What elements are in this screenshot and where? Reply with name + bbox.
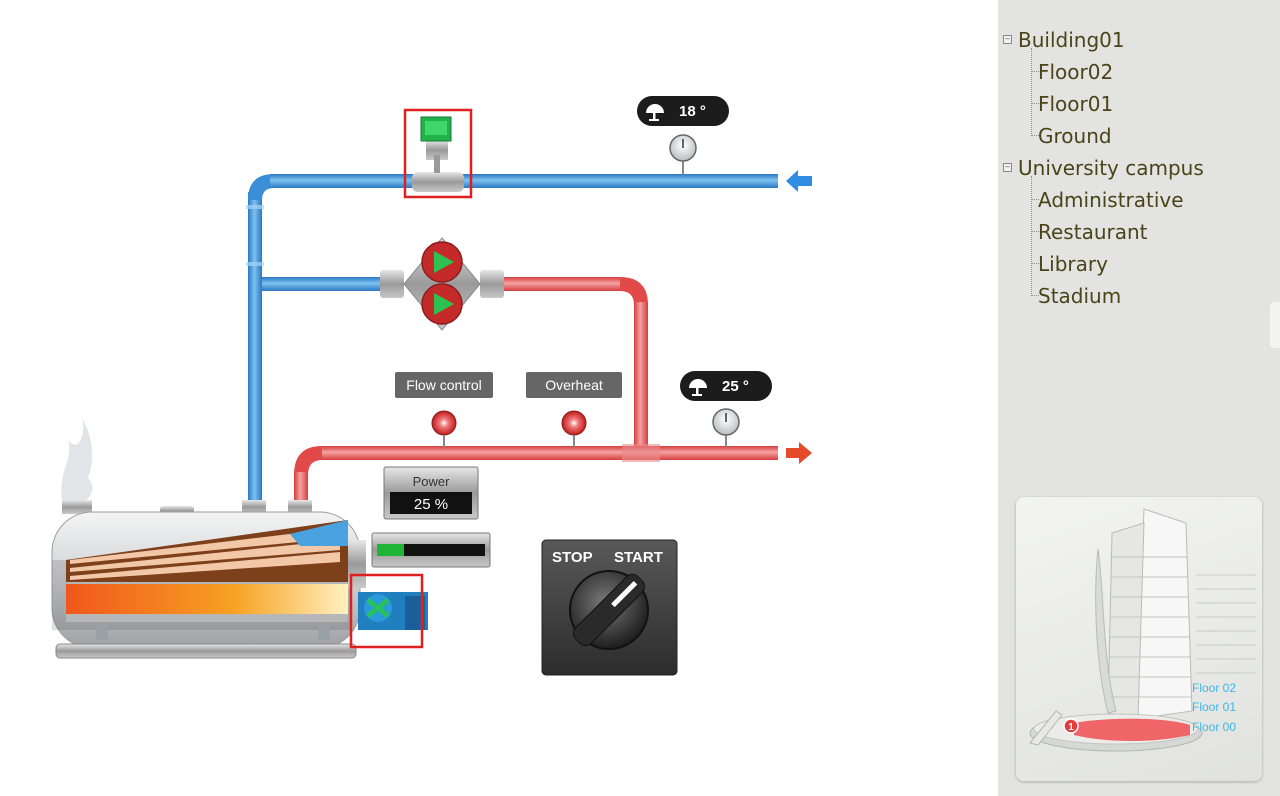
bottom-temperature-value: 25 ° [722, 378, 749, 395]
tree-node-building01[interactable]: Building01 [1018, 28, 1125, 52]
overheat-label: Overheat [545, 377, 603, 393]
switch-stop-label: STOP [552, 549, 593, 566]
power-panel: Power 25 % [383, 466, 479, 520]
stop-start-switch[interactable]: STOP START [541, 539, 678, 676]
tree-node-restaurant[interactable]: Restaurant [1038, 220, 1148, 244]
sidebar: − Building01 Floor02 Floor01 Ground − Un… [998, 0, 1280, 796]
tree-branch-line [1031, 199, 1039, 200]
highlighted-floor [1074, 718, 1190, 741]
tree-branch-line [1031, 135, 1039, 136]
tree-branch-line [1031, 103, 1039, 104]
tree-branch-line [1031, 231, 1039, 232]
thermometer-icon [689, 379, 707, 396]
flow-control-label: Flow control [406, 377, 481, 393]
switch-start-label: START [614, 549, 663, 566]
cold-inlet-arrow [786, 170, 812, 192]
top-temperature-badge: 18 ° [637, 96, 729, 126]
bottom-temperature-sensor [712, 408, 740, 447]
tree-branch-line [1031, 295, 1039, 296]
power-level-bar [371, 532, 491, 568]
hot-outlet-arrow [786, 442, 812, 464]
thermometer-icon [646, 104, 664, 121]
cold-water-pipe [246, 174, 778, 508]
boiler [51, 418, 366, 659]
power-level-fill [377, 544, 404, 556]
top-temperature-value: 18 ° [679, 103, 706, 120]
tree-branch-line [1031, 263, 1039, 264]
control-valve[interactable] [403, 108, 473, 199]
steam-icon [61, 418, 93, 500]
location-marker-number: 1 [1068, 722, 1074, 733]
tree-node-floor02[interactable]: Floor02 [1038, 60, 1114, 84]
overheat-alarm-light [561, 410, 587, 436]
valve-selection-frame [403, 108, 473, 199]
building-3d-illustration: 1 [1029, 508, 1256, 752]
tree-branch-line [1031, 71, 1039, 72]
tree-node-administrative[interactable]: Administrative [1038, 188, 1184, 212]
power-label: Power [413, 474, 451, 489]
tree-node-ground[interactable]: Ground [1038, 124, 1112, 148]
tree-node-library[interactable]: Library [1038, 252, 1108, 276]
boiler-system-diagram: 18 ° Flow control Overheat 25 [51, 96, 812, 676]
bottom-temperature-badge: 25 ° [680, 371, 772, 401]
tree-node-floor01[interactable]: Floor01 [1038, 92, 1114, 116]
hot-water-pipe [294, 277, 778, 508]
power-value: 25 % [414, 496, 448, 513]
top-temperature-sensor [669, 134, 697, 175]
flow-control-indicator: Flow control [395, 372, 493, 447]
building-preview[interactable]: 1 Floor 02 Floor 01 Floor 00 [1016, 497, 1262, 781]
collapse-toggle-icon[interactable]: − [1003, 35, 1012, 44]
tree-guide-line [1031, 176, 1032, 296]
burner-selection-frame [349, 573, 424, 649]
burner-fan[interactable] [349, 573, 428, 649]
tree-node-stadium[interactable]: Stadium [1038, 284, 1122, 308]
flow-control-alarm-light [431, 410, 457, 436]
preview-floor-02-label[interactable]: Floor 02 [1192, 681, 1237, 695]
circulation-pump[interactable] [380, 237, 504, 331]
tree-guide-line [1031, 48, 1032, 136]
location-marker-icon[interactable] [1063, 718, 1079, 734]
tree-node-university-campus[interactable]: University campus [1018, 156, 1204, 180]
preview-floor-01-label[interactable]: Floor 01 [1192, 700, 1237, 714]
overheat-indicator: Overheat [526, 372, 622, 447]
sidebar-collapse-tab[interactable] [1270, 302, 1280, 348]
collapse-toggle-icon[interactable]: − [1003, 163, 1012, 172]
preview-floor-00-label[interactable]: Floor 00 [1192, 720, 1237, 734]
